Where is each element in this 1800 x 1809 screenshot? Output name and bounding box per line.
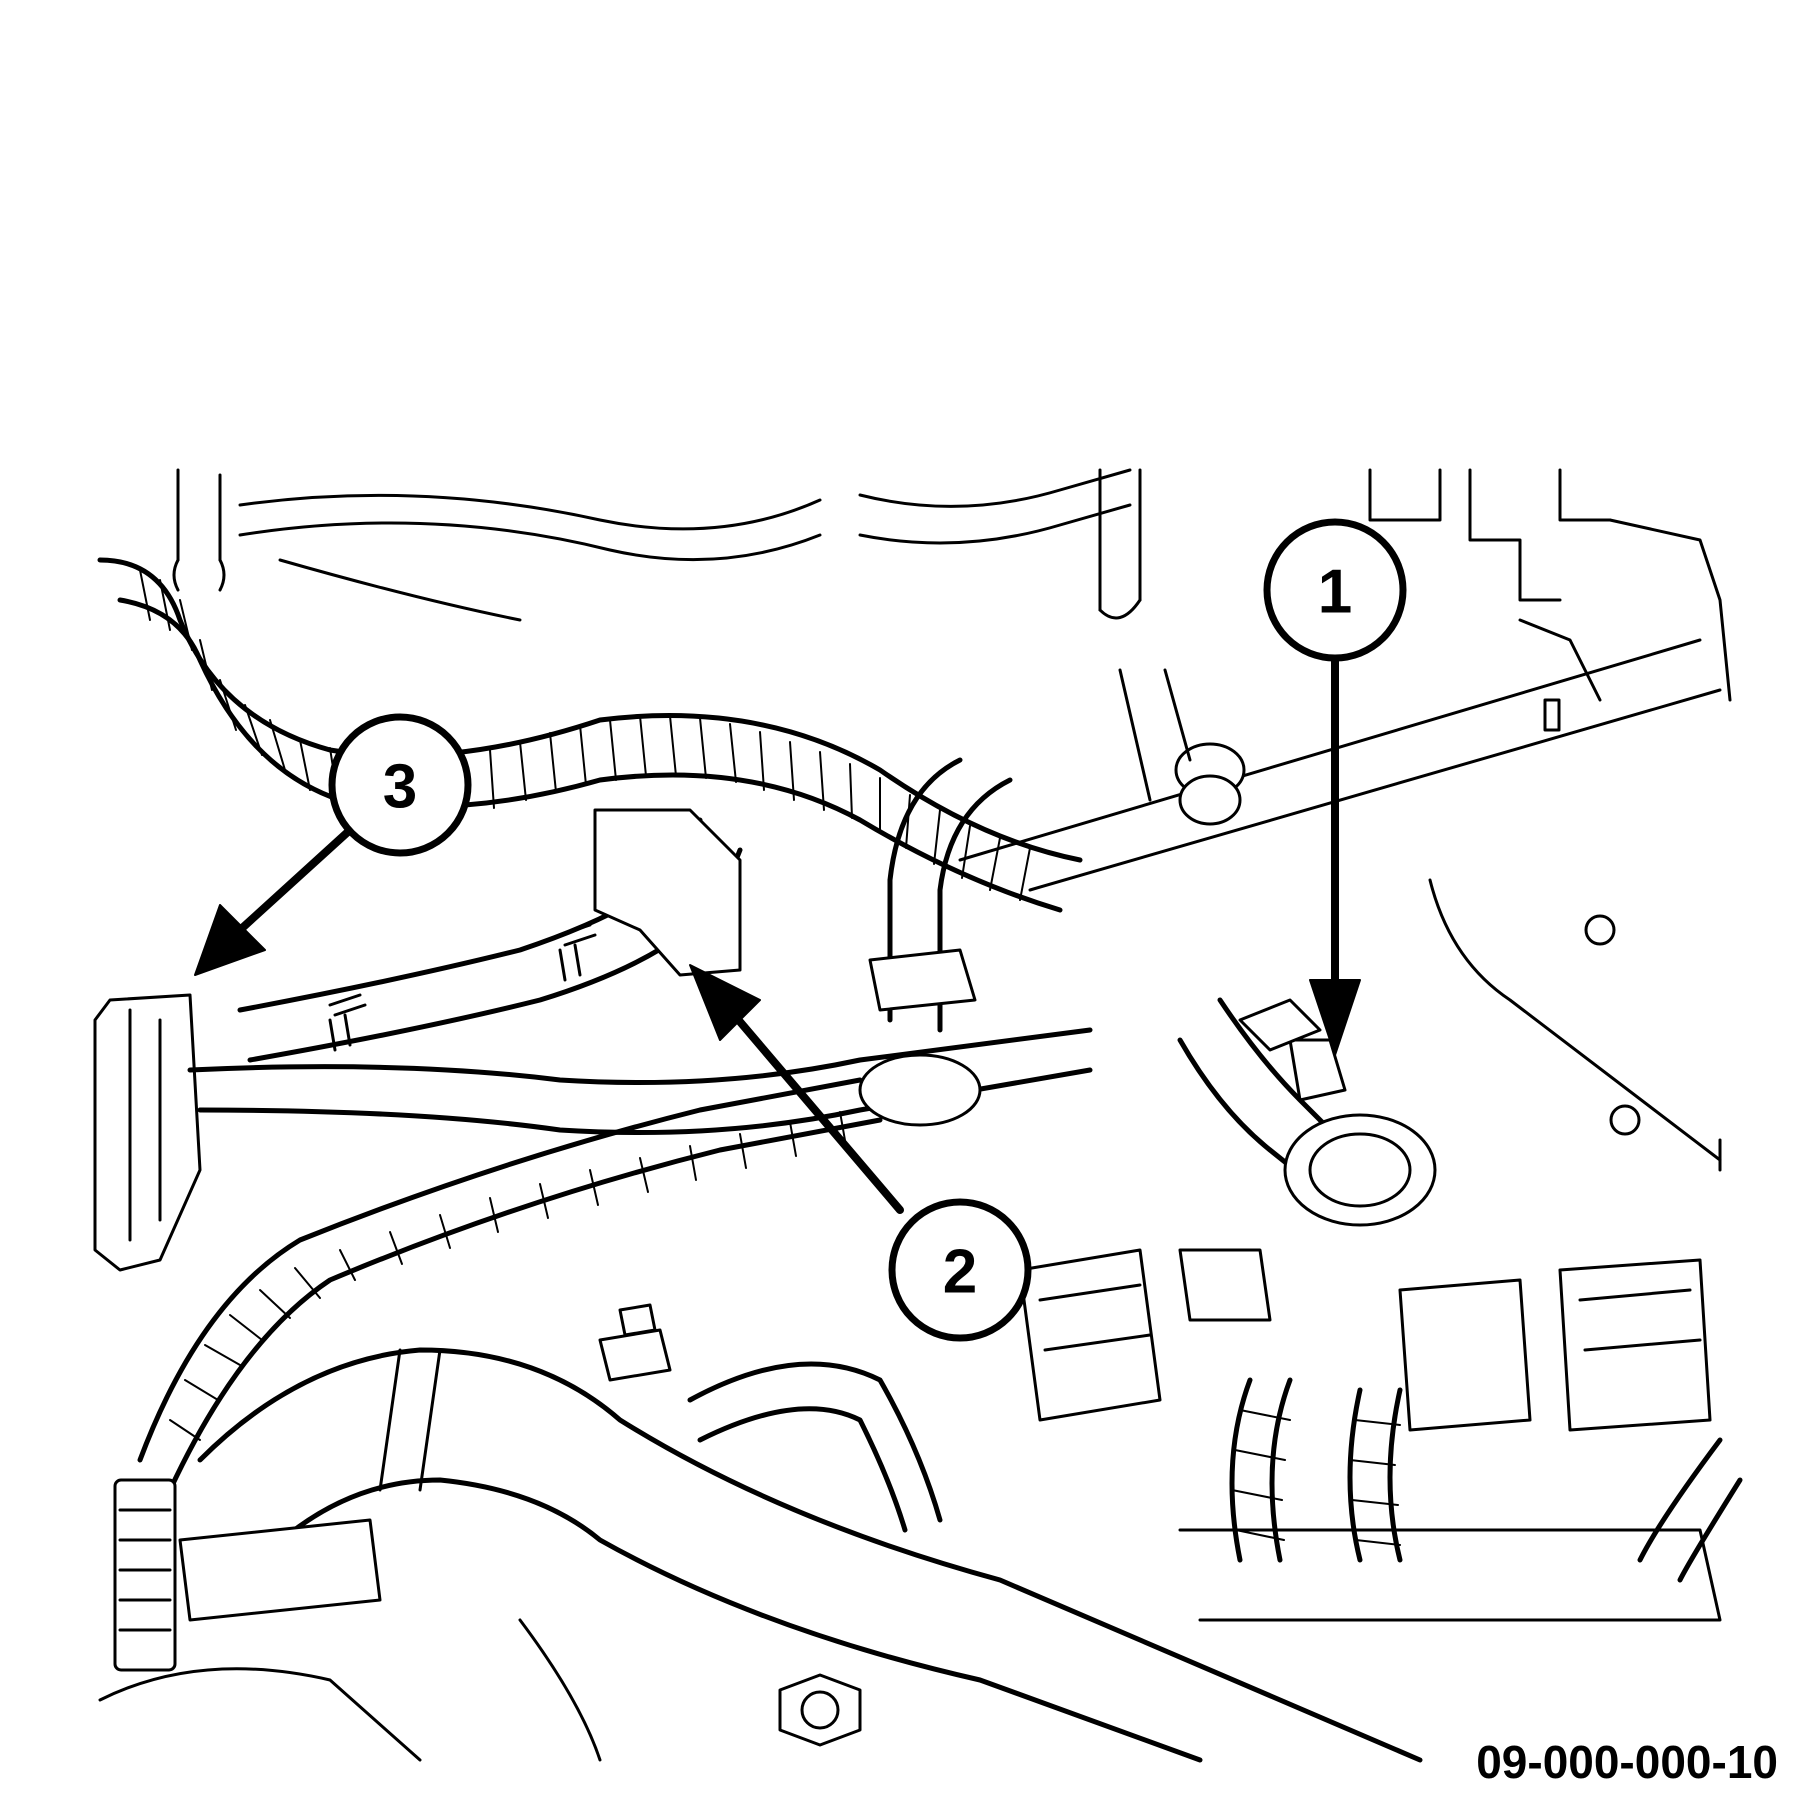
callout-1-number: 1 xyxy=(1318,558,1352,627)
callout-2-arrowhead xyxy=(689,964,761,1041)
lower-right-harness xyxy=(598,1248,1743,1622)
callout-2-leader xyxy=(726,1006,904,1214)
lower-engine-lines xyxy=(93,993,1423,1763)
upper-wiring-harness xyxy=(97,557,1083,913)
figure-id-label: 09-000-000-10 xyxy=(1476,1736,1778,1788)
connector-1 xyxy=(1288,1038,1347,1102)
callout-2: 2 xyxy=(689,964,1032,1342)
coolant-hose xyxy=(237,808,743,1063)
callout-3-leader xyxy=(236,826,354,934)
callout-2-circle xyxy=(888,1198,1032,1342)
callout-3-number: 3 xyxy=(383,753,417,822)
right-hose-assembly xyxy=(1177,997,1437,1227)
vertical-hose xyxy=(858,757,1013,1127)
callout-3-arrowhead xyxy=(194,904,266,976)
callout-3-circle xyxy=(328,713,472,857)
callout-1-arrowhead xyxy=(1309,979,1361,1056)
callout-2-number: 2 xyxy=(943,1238,977,1307)
engine-background-lines xyxy=(172,468,1732,1172)
callout-1-circle xyxy=(1263,518,1407,662)
callout-3: 3 xyxy=(194,713,472,976)
callout-1: 1 xyxy=(1263,518,1407,1056)
